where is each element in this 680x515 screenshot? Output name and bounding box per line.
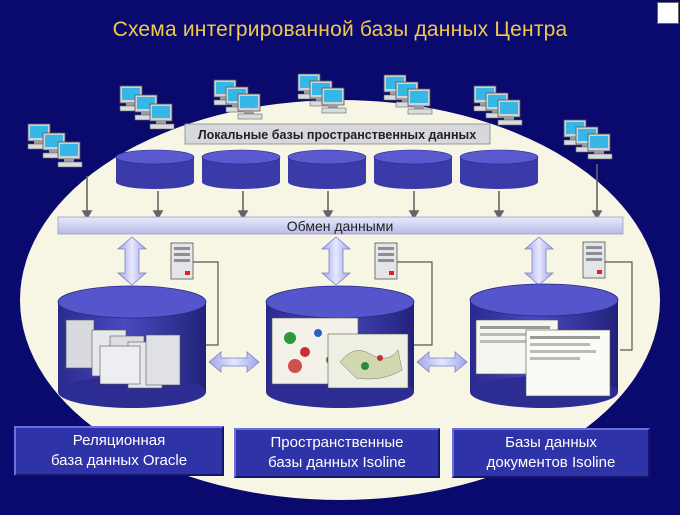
workstation-icon — [407, 88, 433, 115]
horizontal-double-arrows — [208, 351, 468, 373]
server-icon — [582, 241, 606, 279]
caption-line: Реляционная — [72, 432, 166, 449]
servers — [170, 241, 633, 351]
workstation-group-7 — [563, 119, 613, 160]
caption-line: документов Isoline — [486, 454, 616, 471]
caption-line: базы данных Isoline — [268, 454, 406, 471]
workstation-group-1 — [27, 123, 83, 168]
local-db-label: Локальные базы пространственных данных — [198, 128, 476, 142]
local-db-cylinder — [373, 149, 453, 189]
exchange-bar — [57, 216, 624, 235]
workstation-icon — [497, 99, 523, 126]
caption-line: Базы данных — [505, 434, 597, 451]
workstation-icon — [149, 103, 175, 130]
server-icon — [374, 242, 398, 280]
caption-documents: Базы данных документов Isoline — [452, 428, 650, 478]
double-arrow-icon — [416, 351, 468, 373]
local-db-cylinder — [287, 149, 367, 189]
local-db-label-box — [184, 123, 491, 145]
diagram-title: Схема интегрированной базы данных Центра — [112, 18, 568, 41]
big-cylinder-documents — [469, 283, 619, 408]
big-cylinder-spatial — [265, 285, 415, 408]
caption-oracle: Реляционная база данных Oracle — [14, 426, 224, 476]
local-db-cylinder — [459, 149, 539, 189]
local-db-cylinder — [115, 149, 195, 189]
local-db-cylinder — [201, 149, 281, 189]
corner-logo-icon — [657, 2, 679, 24]
caption-line: база данных Oracle — [50, 452, 188, 469]
vertical-double-arrows — [116, 236, 555, 286]
double-arrow-icon — [208, 351, 260, 373]
workstation-icon — [237, 93, 263, 120]
caption-line: Пространственные — [270, 434, 404, 451]
exchange-label: Обмен данными — [287, 218, 394, 234]
caption-spatial: Пространственные базы данных Isoline — [234, 428, 440, 478]
double-arrow-icon — [320, 236, 352, 286]
double-arrow-icon — [116, 236, 148, 286]
server-icon — [170, 242, 194, 280]
connector-arrows — [81, 164, 603, 220]
workstation-icon — [587, 133, 613, 160]
workstation-icon — [321, 87, 347, 114]
workstation-group-2 — [119, 85, 175, 130]
local-db-cylinders — [115, 149, 539, 189]
big-cylinder-oracle — [57, 285, 207, 408]
workstation-group-6 — [473, 85, 523, 126]
workstation-icon — [57, 141, 83, 168]
